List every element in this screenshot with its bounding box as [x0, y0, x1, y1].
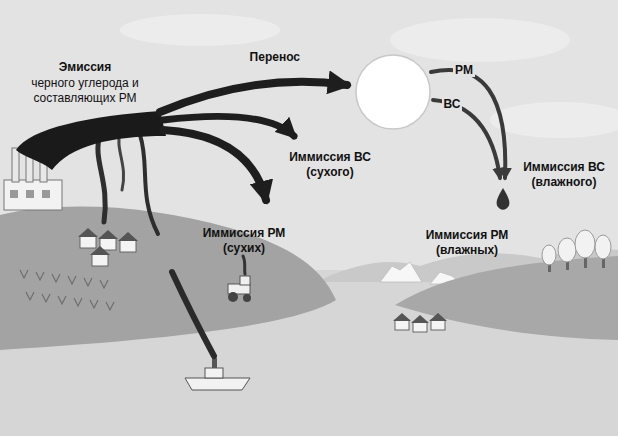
field-crops	[20, 270, 114, 310]
transport-circle: Перенос	[355, 54, 431, 130]
left-land	[0, 206, 336, 350]
rain-drop	[497, 188, 510, 210]
houses-left	[78, 228, 138, 266]
flow-arrows	[160, 70, 505, 200]
clouds	[120, 14, 618, 138]
deposition-label: Иммиссия РМ (влажных)	[418, 228, 516, 258]
deposition-label: черного углерода и составляющих РМ	[10, 76, 160, 106]
flow-label: РМ	[451, 63, 477, 78]
icebergs	[380, 262, 462, 284]
label-patch: РМ	[453, 63, 475, 77]
flow-label: ВС	[439, 97, 465, 112]
right-land	[395, 256, 618, 340]
ship	[185, 358, 250, 390]
circle-outline	[355, 54, 431, 130]
circle-shape	[356, 55, 430, 129]
label-patch: ВС	[442, 97, 463, 111]
houses-right	[393, 313, 447, 332]
deposition-label: Иммиссия ВС (сухого)	[282, 150, 378, 180]
node-heading: Перенос	[250, 50, 300, 64]
deposition-label: Иммиссия РМ (сухих)	[196, 226, 292, 256]
deposition-label: Иммиссия ВС (влажного)	[516, 160, 612, 190]
trees	[542, 230, 611, 272]
smoke-plume	[16, 111, 166, 170]
deposition-label: Эмиссия	[10, 60, 160, 75]
tractor	[228, 276, 251, 302]
